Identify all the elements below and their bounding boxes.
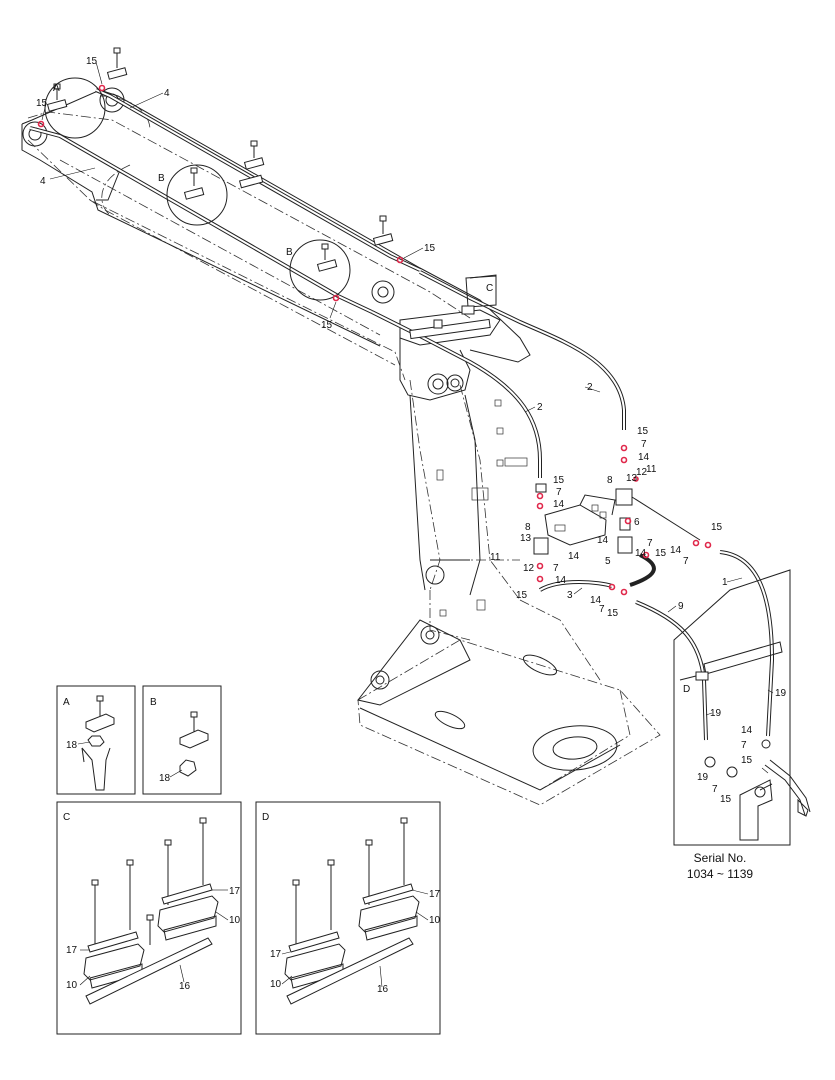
boom-body [21,87,621,791]
valve-block-left [533,483,616,555]
label-part-1: 1 [722,577,728,588]
label-part-15: 15 [741,755,753,766]
label-part-7: 7 [556,487,562,498]
hydraulic-pipes [29,88,811,816]
label-part-16: 16 [179,981,191,992]
label-part-2: 2 [537,402,543,413]
label-part-15: 15 [36,98,48,109]
detail-box-b: B [142,685,222,795]
label-part-15: 15 [711,522,723,533]
label-part-4: 4 [164,88,170,99]
label-part-18: 18 [159,773,171,784]
label-part-10: 10 [270,979,282,990]
label-part-15: 15 [424,243,436,254]
label-part-5: 5 [605,556,611,567]
label-part-11: 11 [646,464,657,475]
label-part-14: 14 [590,595,602,606]
detail-letter-a: A [53,83,60,94]
label-part-15: 15 [321,320,333,331]
boom-phantom-outline [27,95,661,806]
label-part-7: 7 [741,740,747,751]
label-part-17: 17 [429,889,441,900]
detail-letter-d: D [683,684,690,695]
label-part-18: 18 [66,740,78,751]
box-b-letter: B [150,697,157,708]
label-part-2: 2 [587,382,593,393]
label-part-15: 15 [655,548,667,559]
label-part-14: 14 [553,499,565,510]
serial-label: Serial No. [694,851,747,865]
detail-letter-b1: B [158,173,165,184]
label-part-8: 8 [525,522,531,533]
label-part-14: 14 [555,575,567,586]
detail-letter-c: C [486,283,493,294]
label-part-12: 12 [523,563,535,574]
label-part-8: 8 [607,475,613,486]
detail-box-d: D [255,801,441,1035]
label-part-7: 7 [712,784,718,795]
box-a-letter: A [63,697,70,708]
label-part-14: 14 [741,725,753,736]
label-part-17: 17 [66,945,78,956]
detail-box-c: C [56,801,242,1035]
label-part-15: 15 [86,56,98,67]
label-part-12: 12 [636,467,648,478]
label-part-7: 7 [599,604,605,615]
detail-box-a: A [56,685,136,795]
label-part-7: 7 [683,556,689,567]
label-part-3: 3 [567,590,573,601]
label-part-15: 15 [553,475,565,486]
label-part-10: 10 [66,980,78,991]
o-rings [37,84,712,596]
label-part-13: 13 [626,473,638,484]
label-part-17: 17 [270,949,282,960]
pipe-clamps [46,67,491,340]
label-part-15: 15 [637,426,649,437]
label-part-10: 10 [229,915,241,926]
box-c-letter: C [63,812,70,823]
serial-range: 1034 ~ 1139 [687,867,754,881]
label-part-19: 19 [775,688,787,699]
label-part-15: 15 [516,590,528,601]
label-part-14: 14 [635,548,647,559]
detail-c-bracket: C [433,275,497,329]
leader-lines [41,61,774,988]
label-part-15: 15 [607,608,619,619]
label-part-17: 17 [229,886,241,897]
label-part-16: 16 [377,984,389,995]
label-part-13: 13 [520,533,532,544]
label-part-19: 19 [710,708,722,719]
label-part-14: 14 [670,545,682,556]
label-part-14: 14 [568,551,580,562]
detail-letter-b2: B [286,247,293,258]
label-part-14: 14 [638,452,650,463]
label-part-19: 19 [697,772,709,783]
label-part-15: 15 [720,794,732,805]
label-part-6: 6 [634,517,640,528]
label-part-11: 11 [490,552,501,563]
box-d-letter: D [262,812,269,823]
label-part-10: 10 [429,915,441,926]
bolts [53,47,387,260]
label-part-4: 4 [40,176,46,187]
label-part-14: 14 [597,535,609,546]
serial-variant-box: D Serial No. 1034 ~ 1139 [673,569,809,881]
part-labels: 15 15 4 4 15 15 2 2 15 7 14 11 12 13 8 1… [36,56,787,995]
label-part-7: 7 [647,538,653,549]
label-part-7: 7 [641,439,647,450]
label-part-7: 7 [553,563,559,574]
valve-block-right [615,488,701,554]
label-part-9: 9 [678,601,684,612]
